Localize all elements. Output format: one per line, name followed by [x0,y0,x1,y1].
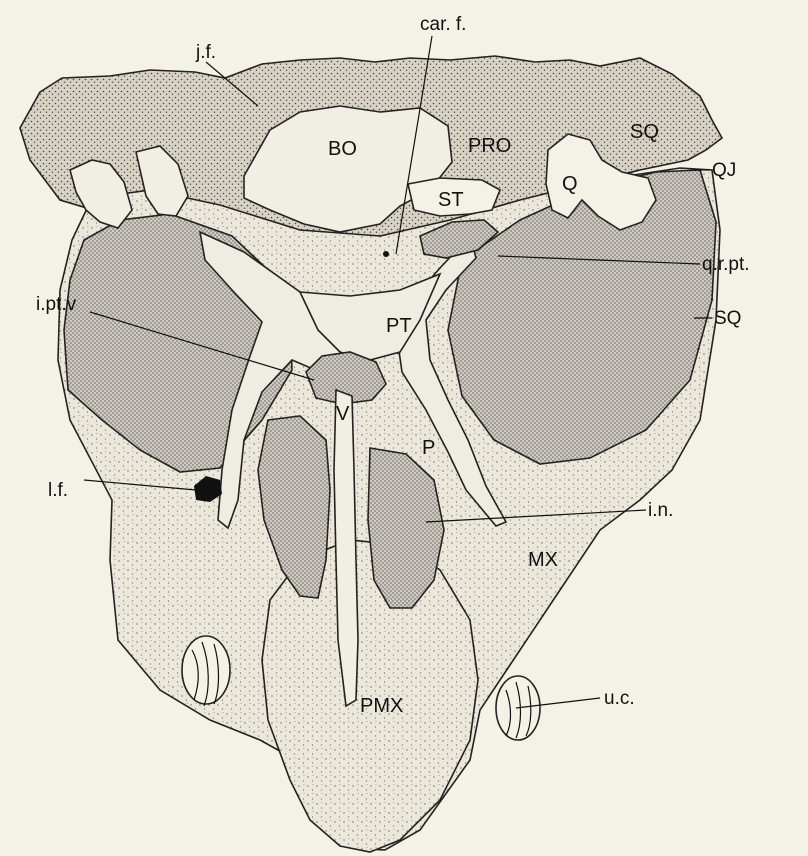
label-pro: PRO [468,135,511,157]
label-p: P [422,437,435,459]
label-sq-top: SQ [630,121,659,143]
label-i-pt-v: i.pt.v [36,294,77,315]
label-qj: QJ [712,160,736,181]
label-i-n: i.n. [648,500,673,521]
label-bo: BO [328,138,357,160]
label-pt: PT [386,315,412,337]
carotid-foramen-dot [383,251,389,257]
label-st: ST [438,189,464,211]
label-q-r-pt: q.r.pt. [702,254,750,275]
upper-canine-left [182,636,230,706]
label-sq-side: SQ [714,308,741,329]
label-u-c: u.c. [604,688,635,709]
label-j-f: j.f. [195,42,216,63]
label-v: V [336,403,350,425]
label-mx: MX [528,549,558,571]
label-l-f: l.f. [48,480,68,501]
label-car-f: car. f. [420,14,466,35]
label-q: Q [562,173,578,195]
label-pmx: PMX [360,695,403,717]
